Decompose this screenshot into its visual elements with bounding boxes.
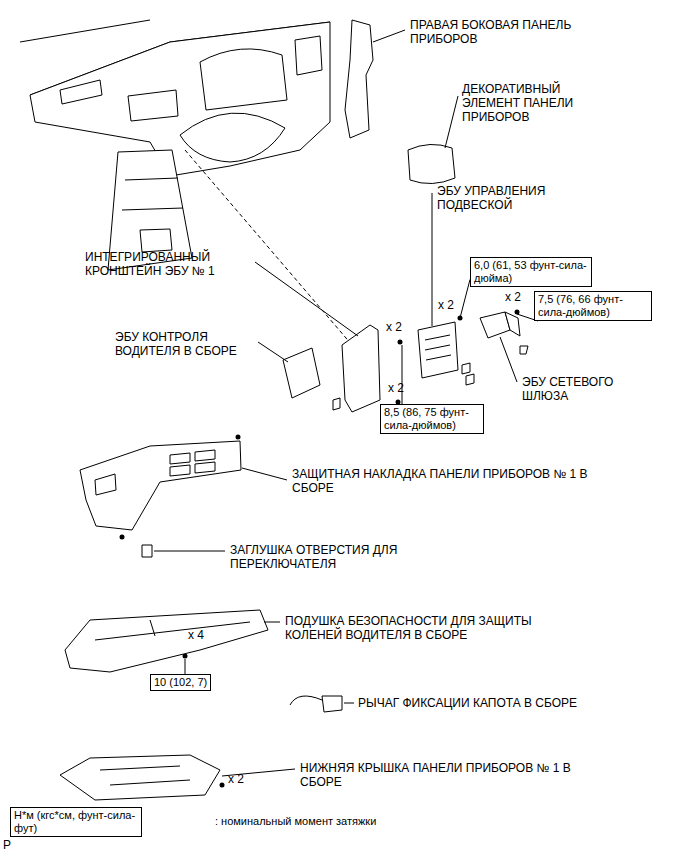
screw [236, 435, 241, 440]
part-label: ЭБУ СЕТЕВОГО ШЛЮЗА [522, 375, 640, 403]
part-label: ПОДУШКА БЕЗОПАСНОСТИ ДЛЯ ЗАЩИТЫ КОЛЕНЕЙ … [285, 614, 575, 642]
leader-line [460, 280, 470, 319]
torque-box: 6,0 (61, 53 фунт-сила-дюйма) [470, 257, 592, 287]
lower-cover [60, 755, 220, 800]
part-label: ЭБУ УПРАВЛЕНИЯ ПОДВЕСКОЙ [437, 184, 572, 212]
leader-lines [154, 30, 517, 776]
clip [333, 398, 340, 410]
leader-line [373, 30, 405, 42]
bolt [398, 340, 403, 345]
gateway-bracket [505, 312, 520, 336]
bolt [220, 783, 225, 788]
driver-ecu [283, 348, 320, 398]
install-dash-line [185, 150, 352, 345]
torque-value: 8,5 (86, 75 фунт-сила-дюймов) [384, 406, 480, 432]
torque-box: 8,5 (86, 75 фунт-сила-дюймов) [380, 404, 484, 434]
quantity-label: x 2 [505, 290, 533, 304]
quantity-label: x 2 [228, 772, 258, 786]
leader-line [500, 337, 517, 382]
torque-value: 10 (102, 7) [154, 676, 207, 689]
figure-code: P [3, 838, 23, 852]
clips [462, 346, 528, 385]
leader-line [445, 96, 458, 148]
leader-line [264, 622, 280, 623]
quantity-label: x 2 [438, 298, 468, 312]
airbag-detail [95, 620, 250, 640]
torque-box: Н*м (кгс*см, фунт-сила-фут) [10, 807, 142, 837]
cover-detail [100, 766, 190, 785]
leader-line [255, 262, 358, 336]
trim-buttons [95, 450, 215, 495]
windshield-line [20, 20, 150, 42]
hood-cable [290, 696, 322, 705]
leader-line [242, 468, 287, 480]
decor-element [408, 144, 455, 183]
torque-box: 10 (102, 7) [150, 674, 211, 691]
switch-plug [142, 545, 152, 557]
bolt [515, 310, 520, 315]
protective-trim [80, 441, 241, 530]
side-panel [345, 20, 373, 138]
part-label: ПРАВАЯ БОКОВАЯ ПАНЕЛЬ ПРИБОРОВ [410, 18, 610, 46]
leader-line [185, 659, 186, 674]
quantity-label: x 2 [386, 320, 416, 334]
legend-text: : номинальный момент затяжки [215, 815, 415, 828]
integrated-bracket [342, 325, 380, 412]
console-detail [122, 178, 183, 252]
dashboard-vents [60, 36, 322, 104]
part-label: ЗАЩИТНАЯ НАКЛАДКА ПАНЕЛИ ПРИБОРОВ № 1 В … [292, 467, 602, 495]
part-label: НИЖНЯЯ КРЫШКА ПАНЕЛИ ПРИБОРОВ № 1 В СБОР… [300, 761, 585, 789]
steering-wheel [180, 113, 285, 162]
suspension-ecu [418, 322, 458, 378]
gateway-ecu [480, 312, 510, 338]
torque-value: 6,0 (61, 53 фунт-сила-дюйма) [474, 259, 588, 285]
dashboard-outline [30, 22, 330, 176]
ecu-connector [425, 335, 451, 360]
part-label: РЫЧАГ ФИКСАЦИИ КАПОТА В СБОРЕ [358, 696, 658, 710]
part-label: ЗАГЛУШКА ОТВЕРСТИЯ ДЛЯ ПЕРЕКЛЮЧАТЕЛЯ [230, 543, 410, 571]
torque-value: Н*м (кгс*см, фунт-сила-фут) [14, 809, 138, 835]
screw [120, 535, 125, 540]
cluster-hood [200, 49, 287, 110]
quantity-label: x 2 [388, 381, 418, 395]
hood-lever [322, 696, 342, 712]
center-screen [128, 90, 178, 121]
quantity-label: x 4 [188, 628, 218, 642]
torque-value: 7,5 (76, 66 фунт-сила-дюймов) [538, 293, 648, 319]
leader-line [432, 193, 433, 326]
leader-line [154, 551, 225, 552]
leader-line [402, 345, 403, 404]
part-label: ИНТЕГРИРОВАННЫЙ КРОНШТЕЙН ЭБУ № 1 [85, 250, 253, 278]
torque-box: 7,5 (76, 66 фунт-сила-дюймов) [534, 291, 652, 321]
leader-line [258, 342, 288, 362]
leader-line [344, 703, 354, 704]
part-label: ЭБУ КОНТРОЛЯ ВОДИТЕЛЯ В СБОРЕ [115, 330, 257, 358]
knee-airbag [65, 610, 268, 672]
part-label: ДЕКОРАТИВНЫЙ ЭЛЕМЕНТ ПАНЕЛИ ПРИБОРОВ [462, 82, 587, 124]
